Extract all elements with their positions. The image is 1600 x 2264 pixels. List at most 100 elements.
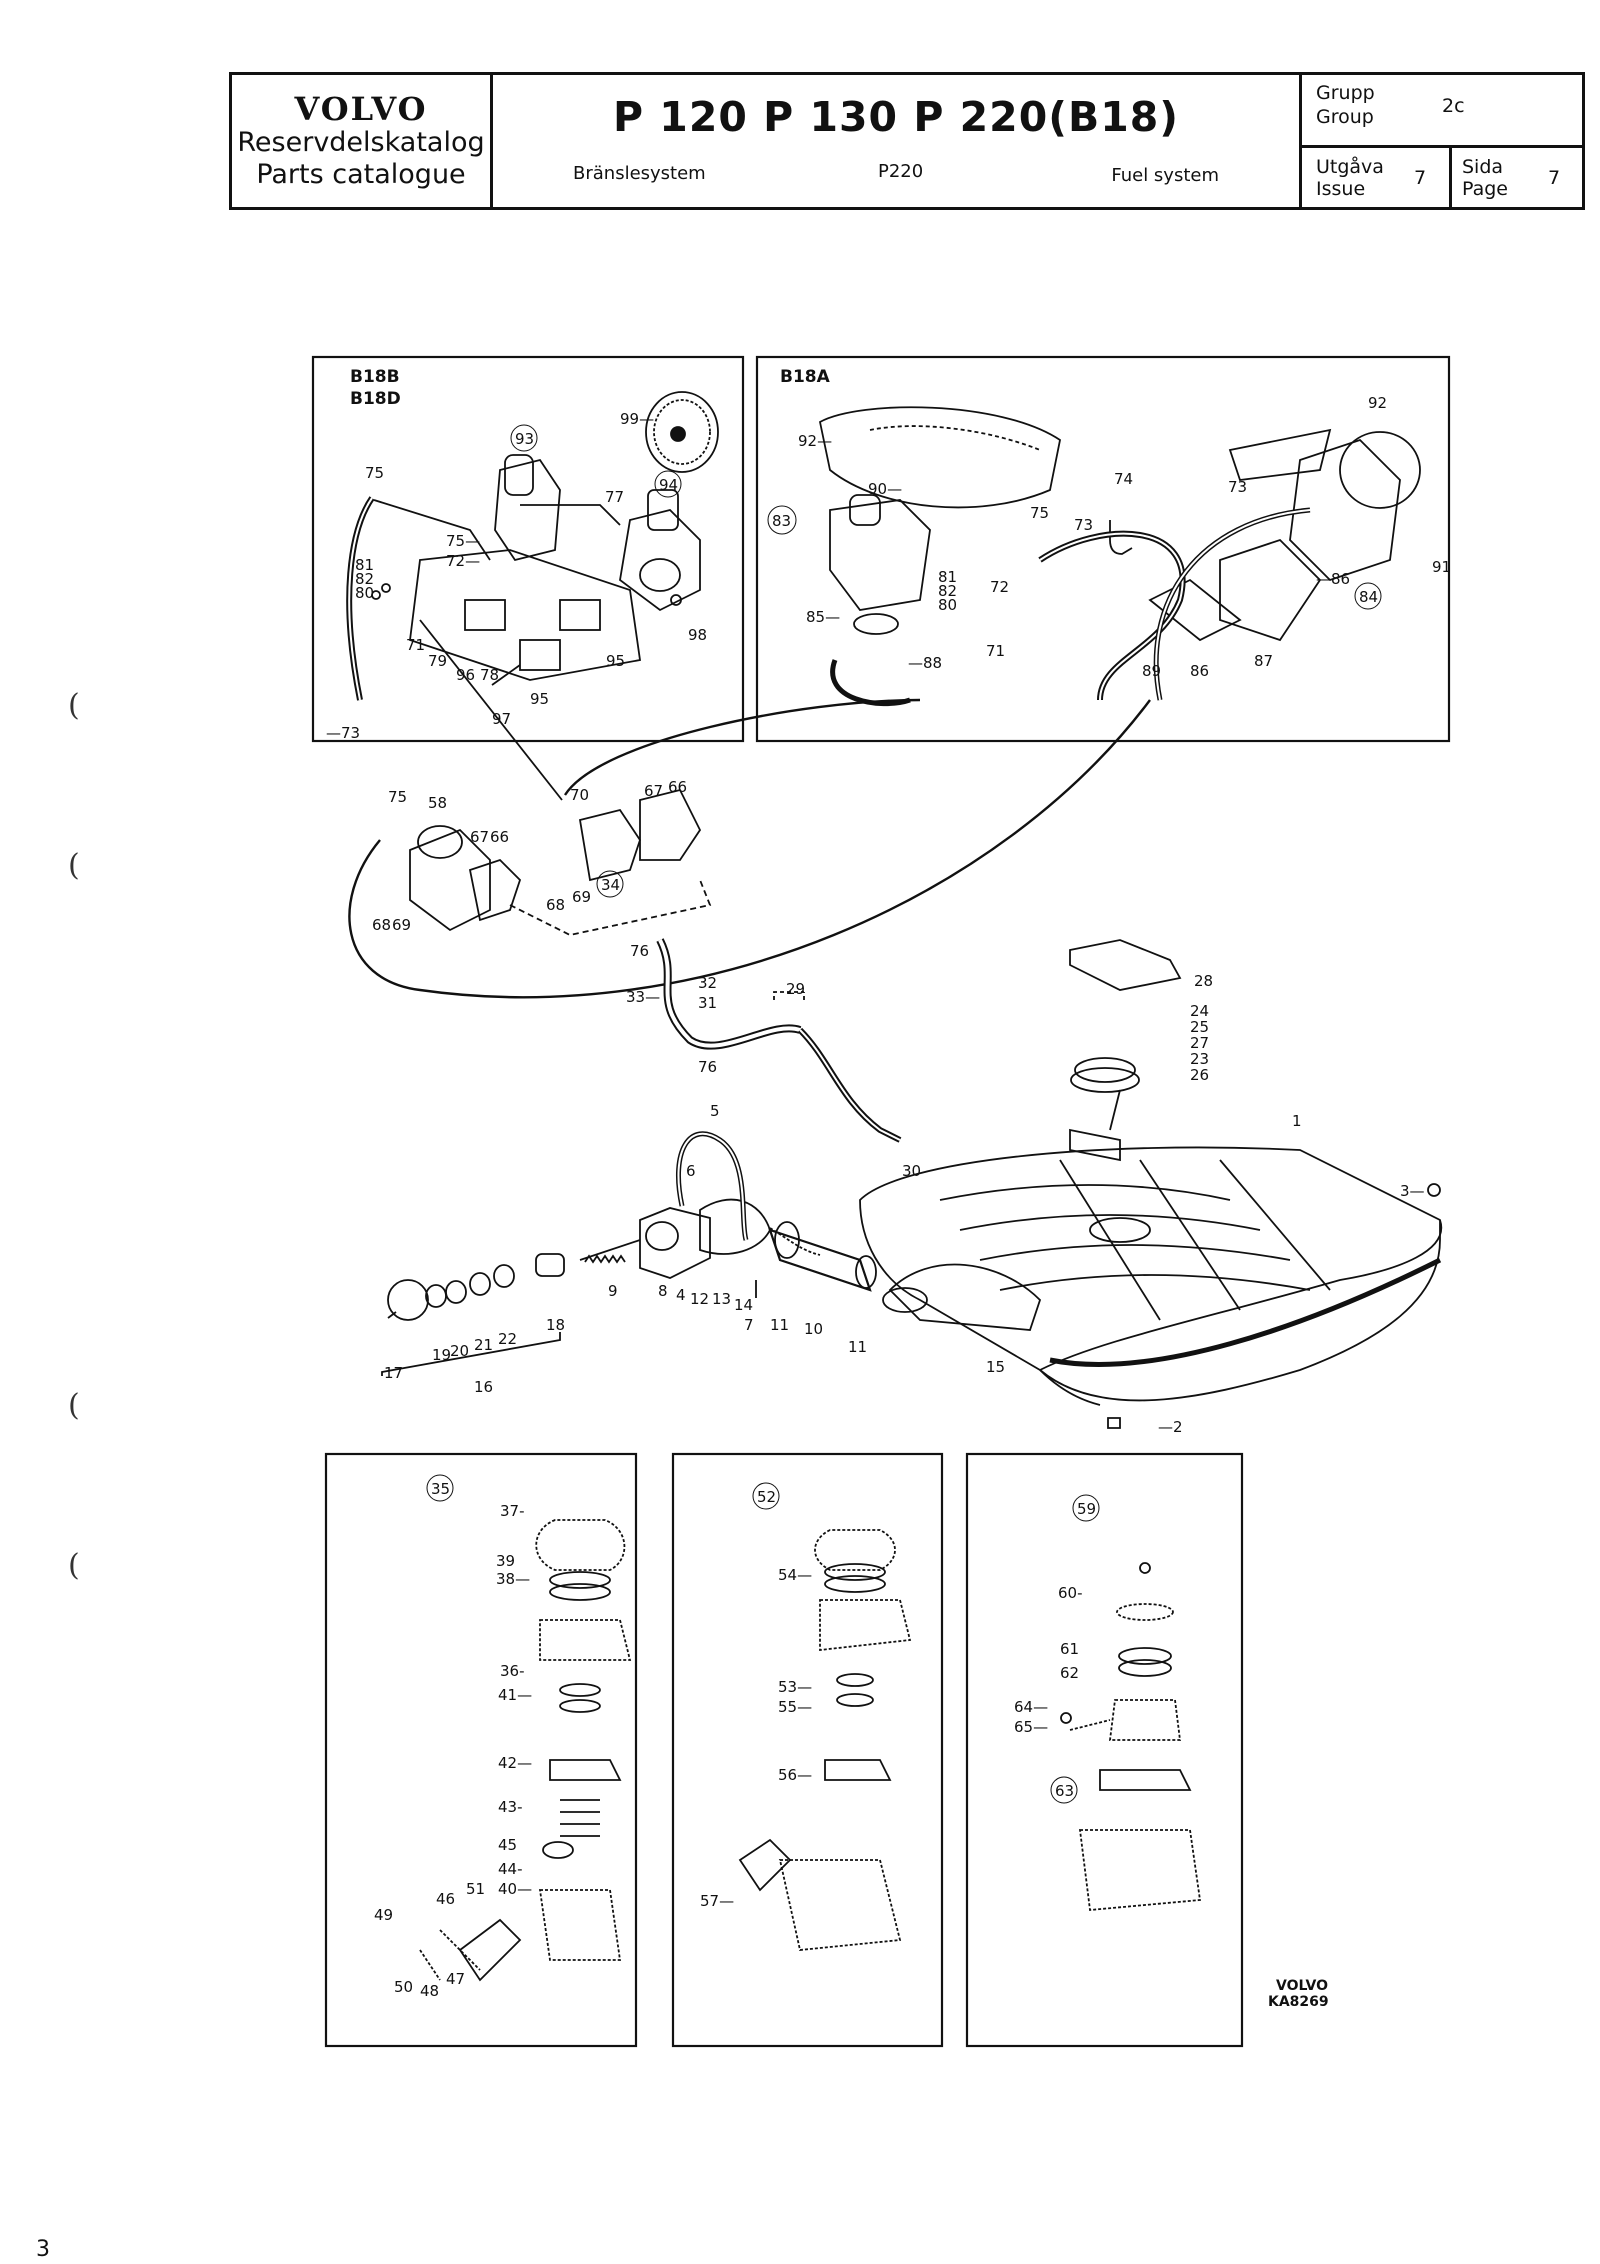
callout-18: 18: [546, 1316, 565, 1334]
title-cell: P 120 P 130 P 220(B18) Bränslesystem P22…: [493, 75, 1302, 207]
callout-79: 79: [428, 652, 447, 670]
callout-59: 59: [1077, 1500, 1096, 1518]
engine-b18b-frame: [311, 355, 745, 743]
issue-value: 7: [1414, 167, 1427, 189]
models-title: P 120 P 130 P 220(B18): [612, 93, 1180, 141]
callout-80: 80: [938, 596, 957, 614]
callout-9: 9: [608, 1282, 618, 1300]
issue-label-sv: Utgåva: [1316, 156, 1384, 178]
callout-67: 67: [470, 828, 489, 846]
callout-7: 7: [744, 1316, 754, 1334]
callout-33: 33—: [626, 988, 660, 1006]
callout-37: 37-: [500, 1502, 525, 1520]
callout-75: 75: [388, 788, 407, 806]
pump-59-callouts: 59 60- 61 62 64— 65— 63: [1014, 1494, 1100, 1804]
callout-64: 64—: [1014, 1698, 1048, 1716]
fuel-tank: [859, 939, 1443, 1429]
page-label-en: Page: [1462, 178, 1508, 200]
callout-5: 5: [710, 1102, 720, 1120]
callout-34: 34: [601, 876, 620, 894]
callout-19: 19: [432, 1346, 451, 1364]
pump-52-callouts: 52 54— 53— 55— 56— 57—: [700, 1482, 812, 1910]
callout-22: 22: [498, 1330, 517, 1348]
callout-85: 85—: [806, 608, 840, 626]
callout-51: 51: [466, 1880, 485, 1898]
pump-59-parts: [1060, 1562, 1202, 1911]
callout-13: 13: [712, 1290, 731, 1308]
callout-39: 39: [496, 1552, 515, 1570]
callout-45: 45: [498, 1836, 517, 1854]
callout-98: 98: [688, 626, 707, 644]
callout-75: 75: [365, 464, 384, 482]
callout-75: 75: [1030, 504, 1049, 522]
page-number: 3: [36, 2237, 50, 2262]
callout-82: 82: [355, 570, 374, 588]
callout-76: 76: [630, 942, 649, 960]
callout-11: 11: [770, 1316, 789, 1334]
figure-code: KA8269: [1268, 1994, 1329, 2010]
section-name-en: Fuel system: [1111, 165, 1219, 186]
callout-61: 61: [1060, 1640, 1079, 1658]
callout-40: 40—: [498, 1880, 532, 1898]
pump-35-callouts: 35 37- 39 38— 36- 41— 42— 43- 45 44- 40—…: [374, 1474, 532, 2000]
callout-53: 53—: [778, 1678, 812, 1696]
callout-26: 26: [1190, 1066, 1209, 1084]
pump-59-frame: [965, 1452, 1244, 2048]
pump-52-frame: [671, 1452, 944, 2048]
filler-assembly: [381, 1131, 877, 1376]
callout-60: 60-: [1058, 1584, 1083, 1602]
callout-81: 81: [938, 568, 957, 586]
callout-86b: 86: [1190, 662, 1209, 680]
callout-66b: 66: [668, 778, 687, 796]
callout-52: 52: [757, 1488, 776, 1506]
callout-47: 47: [446, 1970, 465, 1988]
callout-73: 73: [1074, 516, 1093, 534]
engine-label-b18b: B18B: [350, 367, 400, 387]
callout-28: 28: [1194, 972, 1213, 990]
callout-80: 80: [355, 584, 374, 602]
callout-97: 97: [492, 710, 511, 728]
callout-3: 3—: [1400, 1182, 1425, 1200]
callout-72: 72: [990, 578, 1009, 596]
group-row: Grupp Group 2c: [1302, 75, 1582, 148]
callout-16: 16: [474, 1378, 493, 1396]
callout-83: 83: [772, 512, 791, 530]
callout-68b: 68: [546, 896, 565, 914]
engine-b18a-frame: [755, 355, 1451, 743]
callout-1: 1: [1292, 1112, 1302, 1130]
issue-label-en: Issue: [1316, 178, 1366, 200]
callout-62: 62: [1060, 1664, 1079, 1682]
callout-69: 69: [392, 916, 411, 934]
tank-callouts: 28 24 25 27 23 26 1 3— 15 —2: [986, 972, 1425, 1436]
callout-76b: 76: [698, 1058, 717, 1076]
brand-logo: VOLVO: [294, 90, 428, 128]
callout-78: 78: [480, 666, 499, 684]
callout-68: 68: [372, 916, 391, 934]
issue-page-divider: [1449, 148, 1452, 207]
callout-4: 4: [676, 1286, 686, 1304]
engine-label-b18d: B18D: [350, 389, 401, 409]
margin-mark: (: [68, 1548, 80, 1583]
margin-mark: (: [68, 688, 80, 723]
callout-94: 94: [659, 476, 678, 494]
callout-49: 49: [374, 1906, 393, 1924]
engine-b18a-parts: [818, 406, 1421, 707]
callout-84: 84: [1359, 588, 1378, 606]
callout-75b: 75—: [446, 532, 480, 550]
callout-56: 56—: [778, 1766, 812, 1784]
callout-71: 71: [406, 636, 425, 654]
callout-35: 35: [431, 1480, 450, 1498]
callout-86: —86: [1316, 570, 1350, 588]
callout-91: 91: [1432, 558, 1451, 576]
callout-88: —88: [908, 654, 942, 672]
callout-43: 43-: [498, 1798, 523, 1816]
callout-41: 41—: [498, 1686, 532, 1704]
filler-callouts: 5 6 9 8 4 12 13 14 7 11 10 11 17 19 20 2…: [384, 1102, 867, 1396]
catalog-header: VOLVO Reservdelskatalog Parts catalogue …: [229, 72, 1585, 210]
callout-55: 55—: [778, 1698, 812, 1716]
engine-b18a-callouts: B18A 92 92— 90— 83 74 75 73 73 81 82 80 …: [767, 367, 1451, 680]
callout-95: 95: [606, 652, 625, 670]
group-value: 2c: [1442, 95, 1465, 117]
callout-50: 50: [394, 1978, 413, 1996]
